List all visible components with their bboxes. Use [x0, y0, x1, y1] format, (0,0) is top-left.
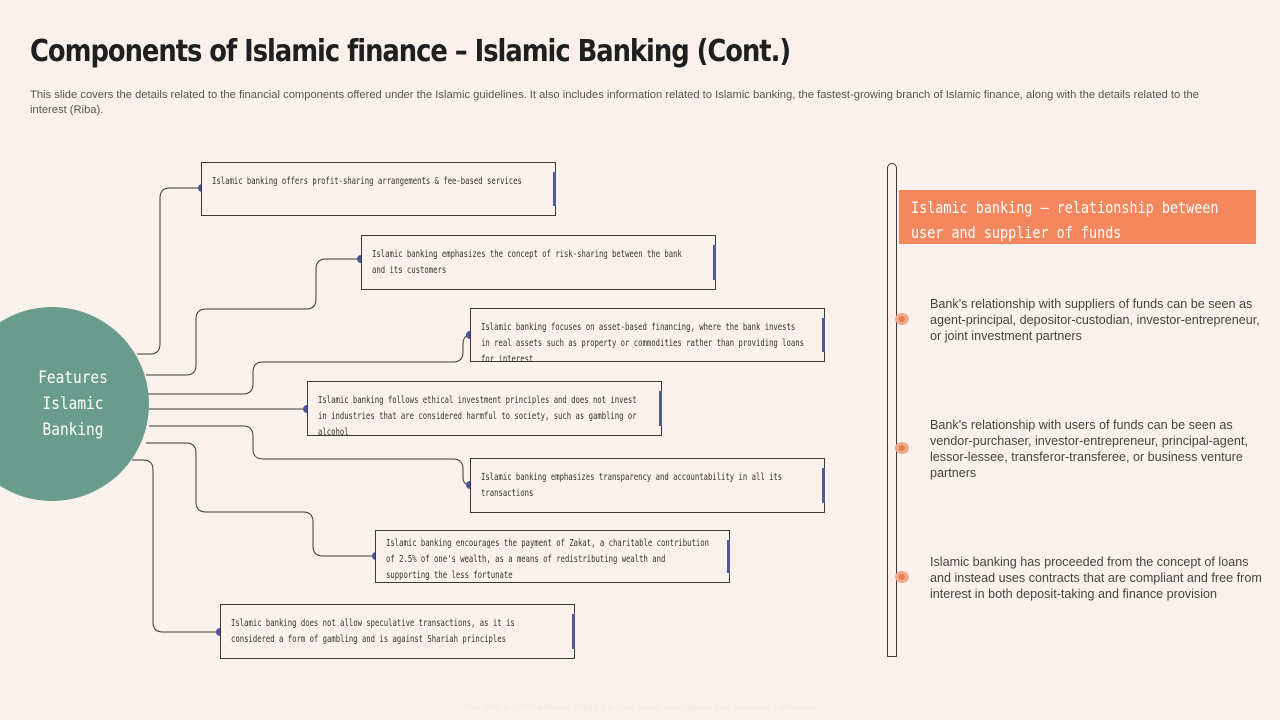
relationship-point-3: Islamic banking has proceeded from the c…: [930, 555, 1262, 601]
feature-text-4: Islamic banking follows ethical investme…: [318, 395, 637, 438]
feature-box-7: Islamic banking does not allow speculati…: [220, 604, 575, 659]
feature-box-4: Islamic banking follows ethical investme…: [307, 381, 662, 438]
feature-text-5: Islamic banking emphasizes transparency …: [481, 472, 783, 499]
relationship-point-1: Bank's relationship with suppliers of fu…: [930, 297, 1260, 343]
relationship-marker-1: [895, 313, 909, 325]
slide-title: Components of Islamic finance – Islamic …: [30, 34, 791, 69]
relationship-marker-2: [895, 442, 909, 454]
relationship-point-2: Bank's relationship with users of funds …: [930, 418, 1248, 480]
connector-1: [137, 187, 203, 355]
feature-text-7: Islamic banking does not allow speculati…: [231, 618, 515, 645]
features-hub: Features Islamic Banking: [0, 307, 149, 501]
relationship-heading: Islamic banking – relationship between u…: [911, 198, 1219, 242]
connector-7: [132, 459, 220, 633]
feature-text-2: Islamic banking emphasizes the concept o…: [372, 249, 682, 276]
feature-box-2: Islamic banking emphasizes the concept o…: [361, 235, 716, 290]
features-hub-label: Features Islamic Banking: [38, 368, 108, 440]
connector-3: [148, 334, 471, 395]
connector-5: [149, 425, 471, 486]
connector-6: [146, 442, 376, 557]
slide-subtitle: This slide covers the details related to…: [30, 89, 1199, 116]
relationship-heading-banner: Islamic banking – relationship between u…: [899, 190, 1256, 244]
feature-box-6: Islamic banking encourages the payment o…: [375, 530, 730, 583]
feature-text-3: Islamic banking focuses on asset-based f…: [481, 322, 804, 365]
feature-box-5: Islamic banking emphasizes transparency …: [470, 458, 825, 513]
connector-2: [146, 258, 361, 376]
footer-note: This slide is 100% editable. Adapt it to…: [463, 702, 817, 712]
feature-text-6: Islamic banking encourages the payment o…: [386, 538, 709, 581]
relationship-marker-3: [895, 571, 909, 583]
feature-box-1: Islamic banking offers profit-sharing ar…: [201, 162, 556, 216]
feature-text-1: Islamic banking offers profit-sharing ar…: [212, 176, 522, 187]
feature-box-3: Islamic banking focuses on asset-based f…: [470, 308, 825, 365]
relationship-timeline-line: [887, 163, 897, 657]
